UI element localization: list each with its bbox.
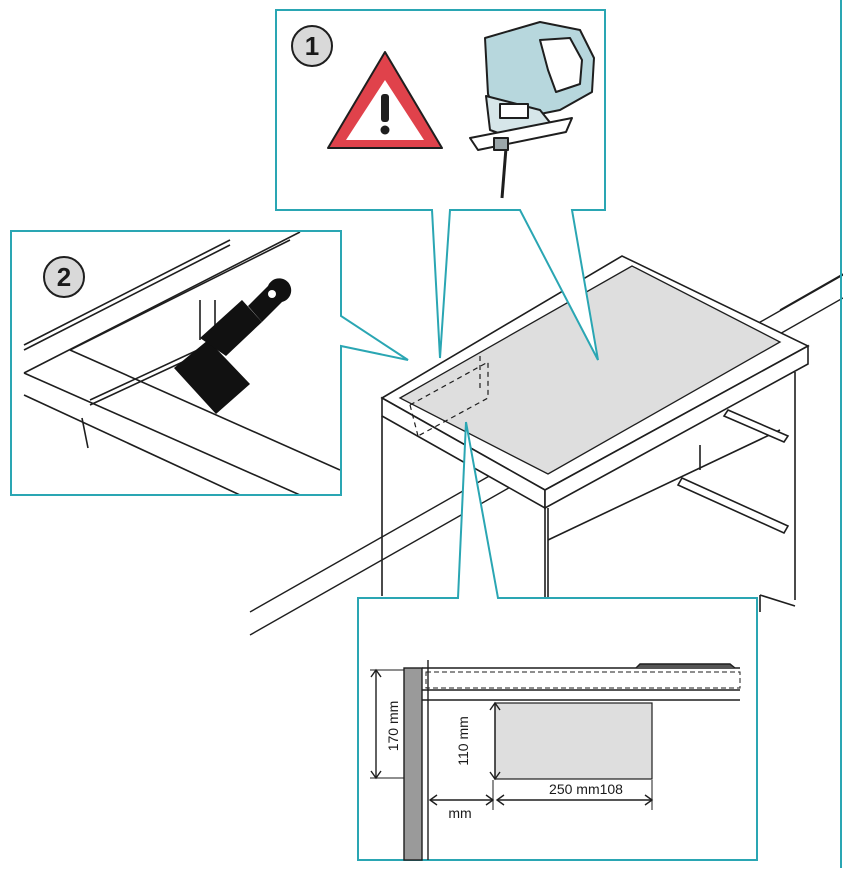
callout-step-2: 2 [10,230,409,496]
total-height-label: 170 mm [385,701,401,752]
warning-triangle-icon [327,51,443,149]
cutout-width-label: 250 mm108 [549,781,623,797]
step-2-number: 2 [57,262,71,292]
jigsaw-icon [469,21,595,199]
sealant-spatula-icon [174,278,292,414]
cutout-depth-label: 110 mm [455,716,471,766]
step-1-badge: 1 [291,25,333,67]
worktop-scene [249,255,843,636]
step-2-badge: 2 [43,256,85,298]
step-1-number: 1 [305,31,319,61]
callout-dimensions: 170 mm 110 mm mm 250 mm108 [357,421,758,861]
edge-offset-label: mm [448,805,471,821]
callout-step-1: 1 [275,9,606,361]
